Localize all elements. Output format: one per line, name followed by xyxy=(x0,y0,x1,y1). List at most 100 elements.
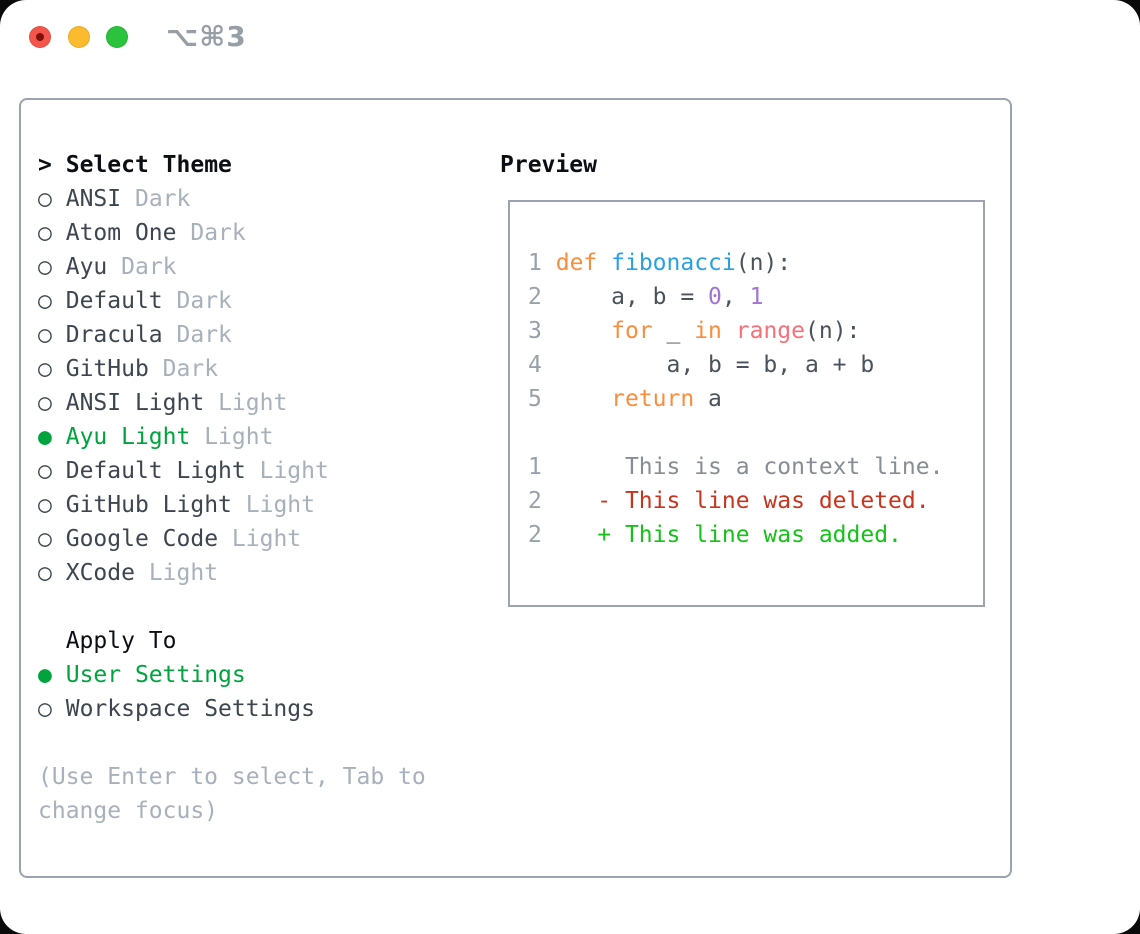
theme-option-ayu[interactable]: ○ Ayu Dark xyxy=(38,250,329,284)
code-token-number: 0 xyxy=(708,284,722,310)
code-line: 4 a, b = b, a + b xyxy=(528,348,943,382)
theme-variant-badge: Light xyxy=(148,560,219,586)
radio-off-icon: ○ xyxy=(38,220,52,246)
theme-picker-panel: > Select Theme ○ ANSI Dark○ Atom One Dar… xyxy=(19,98,1012,878)
code-token-keyword: return xyxy=(611,386,695,412)
code-token-number: 1 xyxy=(749,284,764,310)
radio-off-icon: ○ xyxy=(38,254,52,280)
radio-off-icon: ○ xyxy=(38,458,52,484)
radio-off-icon: ○ xyxy=(38,322,52,348)
theme-option-dracula[interactable]: ○ Dracula Dark xyxy=(38,318,329,352)
line-number: 2 xyxy=(528,522,542,548)
radio-off-icon: ○ xyxy=(38,288,52,314)
help-line-1: (Use Enter to select, Tab to xyxy=(38,764,426,790)
theme-option-github-light[interactable]: ○ GitHub Light Light xyxy=(38,488,329,522)
diff-added-line: 2 + This line was added. xyxy=(528,518,943,552)
zoom-button[interactable] xyxy=(106,26,128,48)
help-text: (Use Enter to select, Tab to change focus… xyxy=(38,760,426,828)
code-token-keyword: for xyxy=(611,318,653,344)
theme-list: ○ ANSI Dark○ Atom One Dark○ Ayu Dark○ De… xyxy=(38,182,329,590)
window-shortcut-label: ⌥⌘3 xyxy=(166,20,247,53)
code-line: 3 for _ in range(n): xyxy=(528,314,943,348)
radio-off-icon: ○ xyxy=(38,526,52,552)
line-number: 5 xyxy=(528,386,542,412)
theme-name: Dracula xyxy=(65,322,163,348)
radio-off-icon: ○ xyxy=(38,390,52,416)
radio-off-icon: ○ xyxy=(38,492,52,518)
code-token-plain: (n): xyxy=(735,250,792,276)
theme-option-ansi-light[interactable]: ○ ANSI Light Light xyxy=(38,386,329,420)
apply-option-label: User Settings xyxy=(65,662,246,688)
radio-off-icon: ○ xyxy=(38,560,52,586)
diff-context-line: 1 This is a context line. xyxy=(528,450,943,484)
theme-variant-badge: Dark xyxy=(121,254,177,280)
apply-option-label: Workspace Settings xyxy=(65,696,315,722)
prompt-caret-icon: > xyxy=(38,152,52,178)
code-blank-line xyxy=(528,416,943,450)
theme-name: ANSI xyxy=(65,186,122,212)
code-token-plain: a, b = b, a + b xyxy=(555,352,875,378)
help-line-2: change focus) xyxy=(38,798,219,824)
theme-name: Ayu Light xyxy=(65,424,191,450)
theme-option-ansi[interactable]: ○ ANSI Dark xyxy=(38,182,329,216)
code-token-plain: a xyxy=(694,386,722,412)
theme-variant-badge: Dark xyxy=(134,186,191,212)
apply-option-workspace-settings[interactable]: ○ Workspace Settings xyxy=(38,692,315,726)
theme-name: Atom One xyxy=(65,220,177,246)
apply-option-user-settings[interactable]: ● User Settings xyxy=(38,658,315,692)
radio-on-icon: ● xyxy=(38,424,52,450)
code-token-plain: (n): xyxy=(805,318,861,344)
code-token-added: + This line was added. xyxy=(555,522,902,548)
theme-option-atom-one[interactable]: ○ Atom One Dark xyxy=(38,216,329,250)
radio-off-icon: ○ xyxy=(38,696,52,722)
code-token-function: fibonacci xyxy=(611,250,736,276)
theme-name: Ayu xyxy=(65,254,108,280)
theme-name: Default xyxy=(65,288,163,314)
code-token-deleted: - This line was deleted. xyxy=(555,488,930,514)
apply-to-heading: Apply To xyxy=(65,628,177,654)
line-number: 3 xyxy=(528,318,542,344)
radio-off-icon: ○ xyxy=(38,186,52,212)
code-line: 2 a, b = 0, 1 xyxy=(528,280,943,314)
apply-to-section: Apply To● User Settings○ Workspace Setti… xyxy=(38,624,315,726)
theme-option-ayu-light[interactable]: ● Ayu Light Light xyxy=(38,420,329,454)
theme-variant-badge: Light xyxy=(204,424,274,450)
line-number: 2 xyxy=(528,284,542,310)
code-token-plain: , xyxy=(721,284,750,310)
code-token-keyword: in xyxy=(694,318,722,344)
theme-name: XCode xyxy=(65,560,135,586)
code-token-plain xyxy=(556,318,611,344)
theme-variant-badge: Dark xyxy=(176,288,232,314)
code-line: 1 def fibonacci(n): xyxy=(528,246,943,280)
code-token-plain xyxy=(556,386,611,412)
theme-variant-badge: Dark xyxy=(190,220,246,246)
theme-variant-badge: Light xyxy=(231,526,302,552)
code-token-plain: a, b = xyxy=(555,284,709,310)
theme-option-default[interactable]: ○ Default Dark xyxy=(38,284,329,318)
line-number: 1 xyxy=(528,454,542,480)
code-token-builtin: range xyxy=(735,318,806,344)
radio-on-icon: ● xyxy=(38,662,52,688)
code-token-plain xyxy=(597,250,611,276)
theme-option-google-code[interactable]: ○ Google Code Light xyxy=(38,522,329,556)
theme-option-xcode[interactable]: ○ XCode Light xyxy=(38,556,329,590)
theme-name: Google Code xyxy=(65,526,219,552)
select-theme-heading: > Select Theme xyxy=(38,148,232,182)
minimize-button[interactable] xyxy=(68,26,90,48)
line-number: 2 xyxy=(528,488,542,514)
code-token-keyword: def xyxy=(555,250,598,276)
theme-name: GitHub Light xyxy=(65,492,232,518)
theme-name: ANSI Light xyxy=(65,390,205,416)
theme-option-github[interactable]: ○ GitHub Dark xyxy=(38,352,329,386)
theme-option-default-light[interactable]: ○ Default Light Light xyxy=(38,454,329,488)
select-theme-title: Select Theme xyxy=(65,152,232,178)
line-number: 1 xyxy=(528,250,542,276)
code-token-plain xyxy=(722,318,736,344)
diff-deleted-line: 2 - This line was deleted. xyxy=(528,484,943,518)
code-token-context: This is a context line. xyxy=(555,454,944,480)
close-button[interactable] xyxy=(29,26,51,48)
line-number: 4 xyxy=(528,352,542,378)
theme-name: Default Light xyxy=(65,458,246,484)
